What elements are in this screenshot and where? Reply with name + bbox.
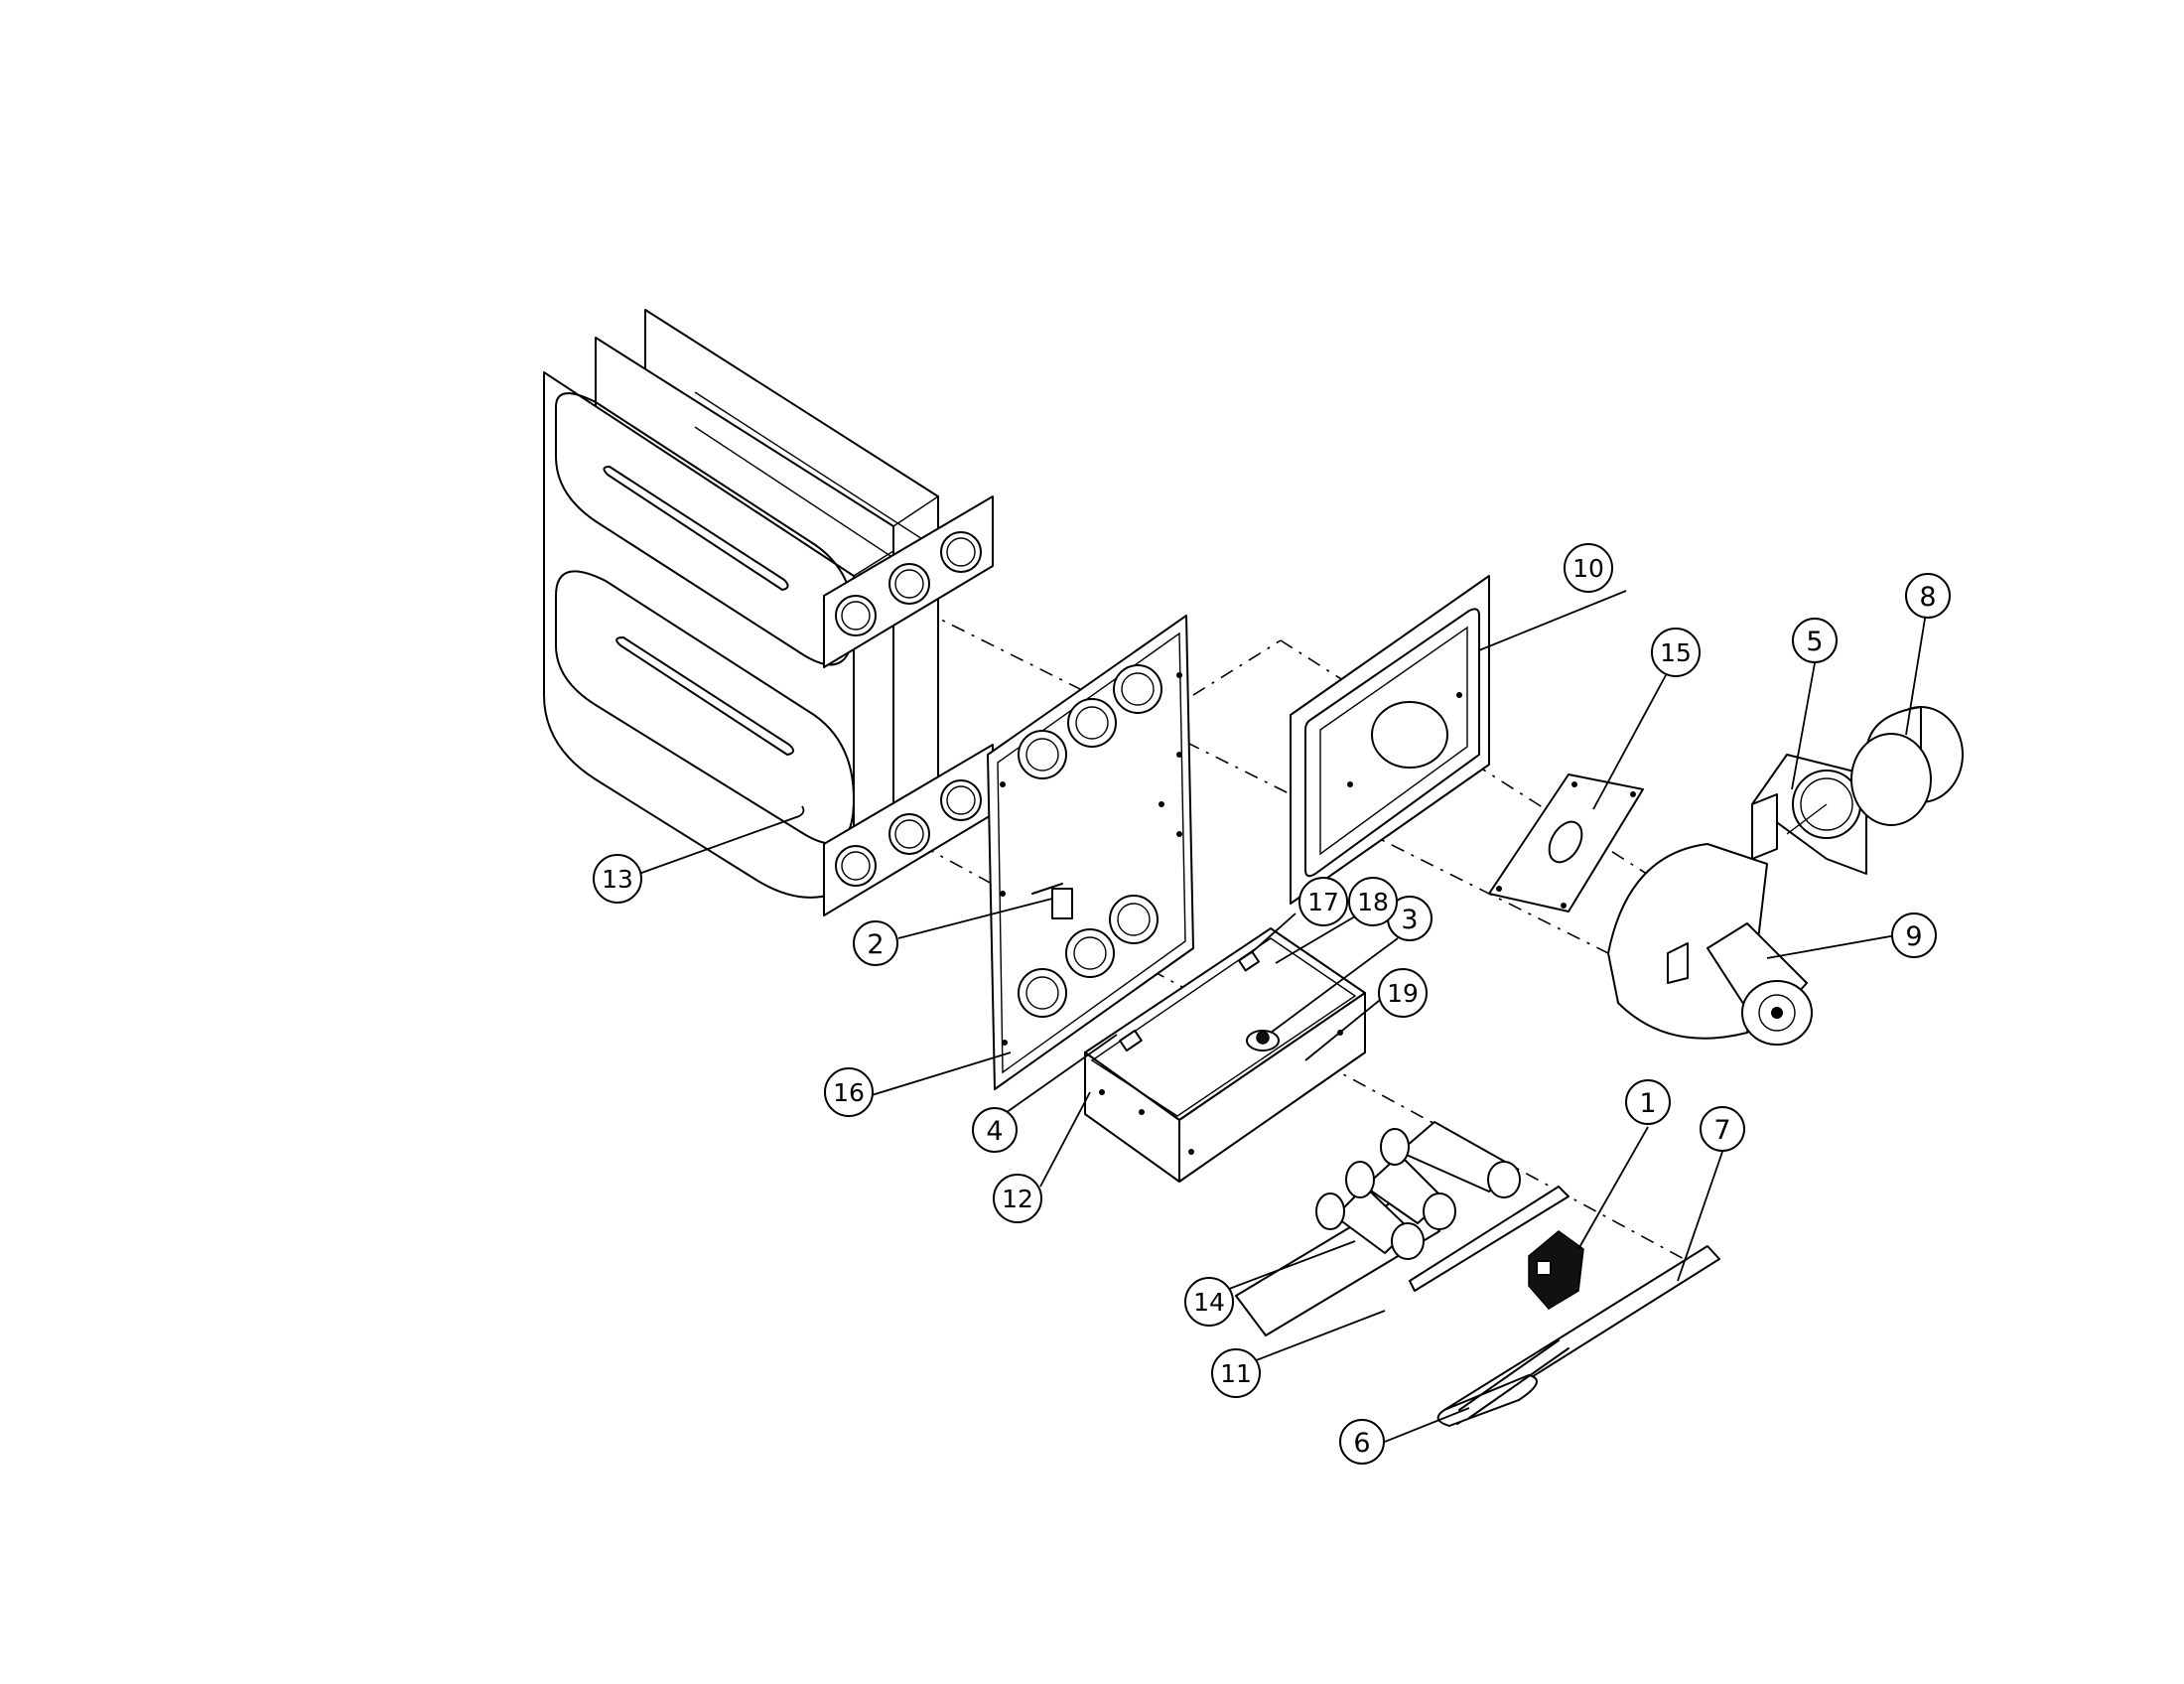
callout-8[interactable]: 8 [1905, 573, 1951, 619]
callout-16[interactable]: 16 [824, 1067, 874, 1117]
callout-14[interactable]: 14 [1184, 1277, 1234, 1327]
svg-text:15: 15 [1660, 638, 1692, 667]
callout-17[interactable]: 17 [1298, 877, 1348, 926]
burners-manifold [1235, 1121, 1570, 1336]
vent-collar [1850, 706, 1964, 826]
svg-text:3: 3 [1401, 905, 1418, 935]
inducer-transition [1751, 754, 1867, 875]
burner-1 [1315, 1186, 1425, 1260]
callout-6[interactable]: 6 [1339, 1419, 1385, 1465]
burner-3 [1380, 1121, 1521, 1198]
callout-18[interactable]: 18 [1348, 877, 1398, 926]
callout-5[interactable]: 5 [1792, 618, 1838, 663]
callout-13[interactable]: 13 [593, 854, 642, 904]
svg-text:5: 5 [1806, 627, 1823, 657]
svg-text:1: 1 [1639, 1088, 1656, 1119]
svg-text:14: 14 [1193, 1288, 1225, 1317]
callout-11[interactable]: 11 [1211, 1348, 1261, 1398]
svg-text:11: 11 [1220, 1359, 1252, 1388]
callout-12[interactable]: 12 [993, 1174, 1042, 1223]
svg-text:19: 19 [1387, 979, 1419, 1008]
svg-text:18: 18 [1357, 888, 1389, 916]
callout-7[interactable]: 7 [1700, 1106, 1745, 1152]
leader-lines [632, 590, 1927, 1443]
mounting-plate [1488, 773, 1644, 912]
inducer-blower [1607, 843, 1813, 1046]
svg-text:10: 10 [1572, 554, 1604, 583]
igniter-manifold [1436, 1245, 1720, 1427]
callout-19[interactable]: 19 [1378, 968, 1428, 1018]
gasket-cover [1290, 575, 1490, 905]
svg-text:16: 16 [833, 1078, 865, 1107]
heat-exchanger [543, 309, 994, 916]
gas-valve [1528, 1230, 1584, 1310]
svg-text:7: 7 [1713, 1115, 1730, 1146]
callout-3[interactable]: 3 [1387, 896, 1433, 941]
svg-text:4: 4 [986, 1116, 1003, 1147]
callout-9[interactable]: 9 [1891, 912, 1937, 958]
callout-4[interactable]: 4 [972, 1107, 1018, 1153]
callout-2[interactable]: 2 [853, 920, 898, 966]
callout-1[interactable]: 1 [1625, 1079, 1671, 1125]
svg-text:2: 2 [867, 929, 884, 960]
svg-text:6: 6 [1353, 1428, 1370, 1459]
svg-text:12: 12 [1002, 1185, 1033, 1213]
svg-text:17: 17 [1307, 888, 1339, 916]
burner-2 [1345, 1154, 1456, 1230]
burner-box [1084, 927, 1366, 1183]
svg-text:9: 9 [1905, 921, 1922, 952]
callout-10[interactable]: 10 [1564, 543, 1613, 593]
callout-15[interactable]: 15 [1651, 628, 1701, 677]
svg-text:13: 13 [602, 865, 633, 894]
center-panel [987, 615, 1194, 1090]
svg-text:8: 8 [1919, 582, 1936, 613]
